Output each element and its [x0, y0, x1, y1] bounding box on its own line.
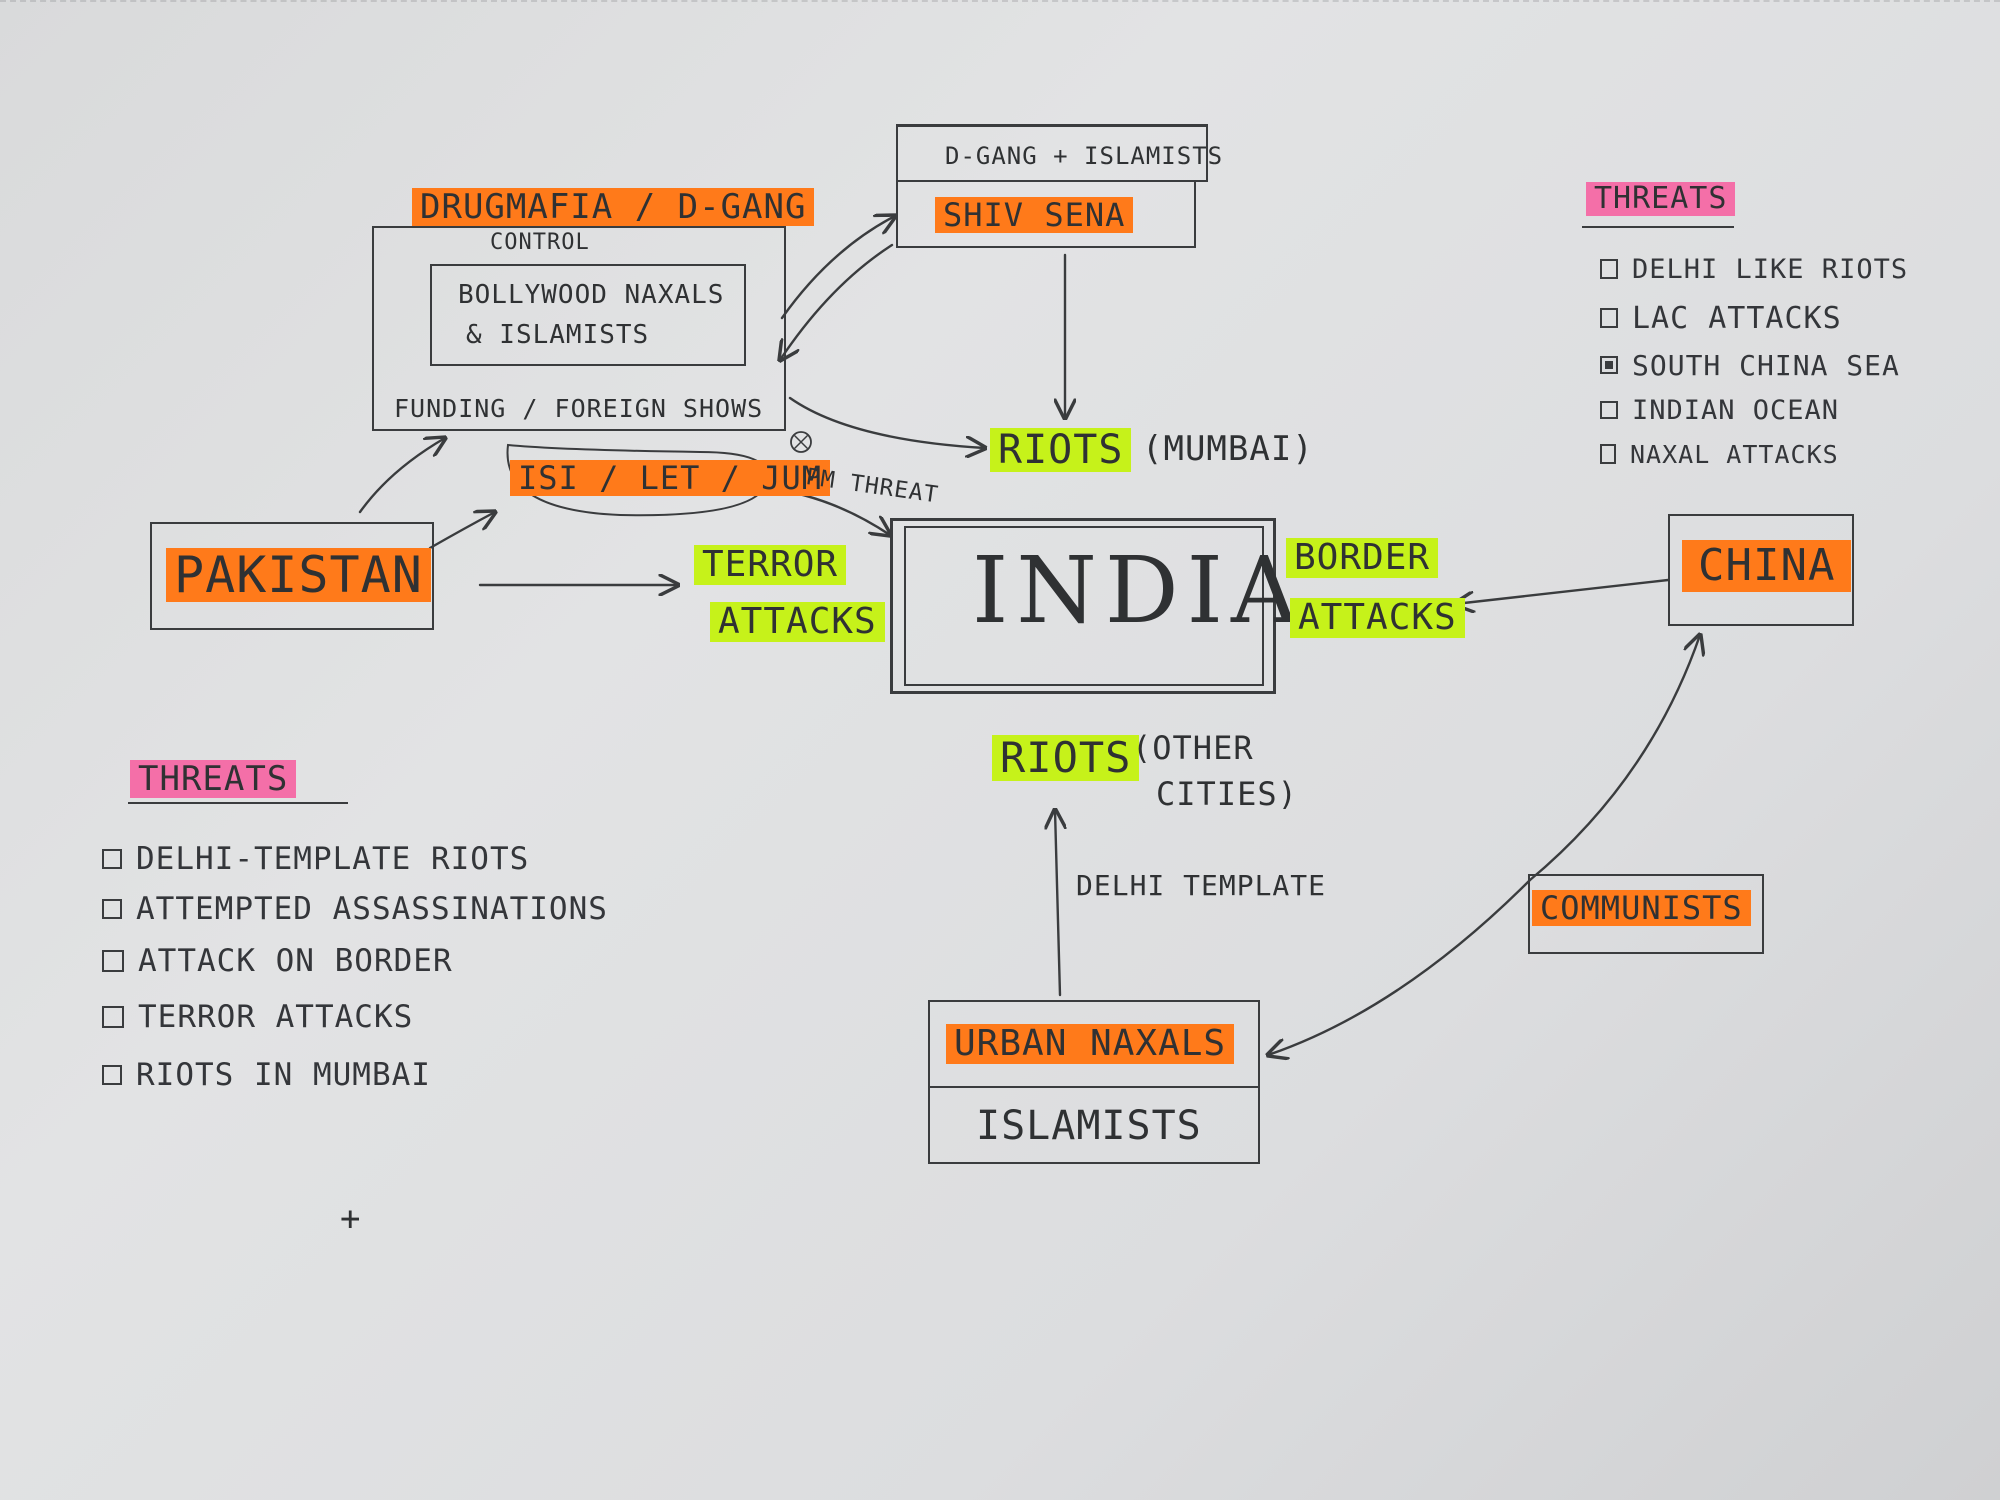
checkbox-icon[interactable] — [1600, 308, 1618, 328]
islamists-box — [928, 1086, 1260, 1164]
checkbox-icon[interactable] — [1600, 356, 1618, 374]
threat-left-item: TERROR ATTACKS — [102, 988, 608, 1046]
checkbox-icon[interactable] — [102, 950, 124, 972]
china-label: CHINA — [1682, 540, 1852, 592]
threat-right-item: NAXAL ATTACKS — [1600, 432, 1908, 476]
arrow-funding-to-riots — [788, 396, 985, 448]
india-inner-box — [904, 526, 1264, 686]
threat-left-label: ATTACK ON BORDER — [138, 943, 453, 979]
threat-right-label: LAC ATTACKS — [1632, 300, 1842, 336]
arrow-naxals-to-riots — [1055, 810, 1060, 997]
terror-line1: TERROR — [694, 545, 847, 585]
threats-left-list: DELHI-TEMPLATE RIOTS ATTEMPTED ASSASSINA… — [102, 834, 608, 1104]
checkbox-icon[interactable] — [102, 1006, 124, 1028]
threat-left-label: DELHI-TEMPLATE RIOTS — [136, 841, 530, 877]
threat-left-label: TERROR ATTACKS — [138, 999, 414, 1035]
bollywood-line1: BOLLYWOOD NAXALS — [458, 280, 725, 310]
threats-left-title: THREATS — [130, 760, 297, 798]
bollywood-group-box — [372, 226, 786, 431]
checkbox-icon[interactable] — [1600, 259, 1618, 279]
riots-mumbai-label: RIOTS — [990, 428, 1132, 472]
riots-mumbai-note: (MUMBAI) — [1142, 429, 1314, 469]
threat-left-label: ATTEMPTED ASSASSINATIONS — [136, 891, 608, 927]
urban-naxals-label: URBAN NAXALS — [946, 1024, 1235, 1064]
threat-right-item: LAC ATTACKS — [1600, 294, 1908, 342]
riots-other-note1: (OTHER — [1132, 729, 1254, 767]
delhi-template-label: DELHI TEMPLATE — [1076, 869, 1327, 902]
threats-right-title: THREATS — [1586, 182, 1736, 216]
threat-right-item: DELHI LIKE RIOTS — [1600, 244, 1908, 294]
riots-other-label: RIOTS — [992, 735, 1140, 781]
threat-right-item: INDIAN OCEAN — [1600, 388, 1908, 432]
pakistan-label: PAKISTAN — [166, 548, 431, 602]
communists-label: COMMUNISTS — [1532, 890, 1751, 926]
checkbox-icon[interactable] — [102, 899, 122, 919]
arrow-pakistan-to-isi — [428, 512, 495, 550]
threat-right-label: NAXAL ATTACKS — [1630, 439, 1839, 469]
dgang-islamists-label: D-GANG + ISLAMISTS — [945, 142, 1224, 170]
arrow-communists-to-china — [1528, 635, 1700, 882]
threat-left-item: RIOTS IN MUMBAI — [102, 1046, 608, 1104]
border-line1: BORDER — [1286, 538, 1439, 578]
threat-right-item: SOUTH CHINA SEA — [1600, 342, 1908, 388]
bollywood-line2: & ISLAMISTS — [466, 320, 650, 350]
funding-label: FUNDING / FOREIGN SHOWS — [394, 394, 764, 423]
india-label: INDIA — [972, 537, 1306, 644]
threat-right-label: SOUTH CHINA SEA — [1632, 348, 1900, 382]
threat-left-label: RIOTS IN MUMBAI — [136, 1057, 431, 1093]
drug-mafia-label: DRUGMAFIA / D-GANG — [412, 188, 815, 226]
pm-threat-mark — [790, 431, 812, 453]
checkbox-icon[interactable] — [1600, 444, 1616, 464]
threats-left-underline — [128, 802, 348, 804]
islamists-label: ISLAMISTS — [976, 1103, 1202, 1149]
threat-left-item: DELHI-TEMPLATE RIOTS — [102, 834, 608, 884]
isi-label: ISI / LeT / JuM — [510, 460, 830, 496]
riots-other-note2: CITIES) — [1156, 775, 1298, 813]
control-label: CONTROL — [490, 230, 590, 255]
arrow-shivsena-to-bollywood — [780, 243, 894, 360]
bollywood-inner-box — [430, 264, 746, 366]
arrow-pakistan-to-bollywood — [358, 438, 445, 514]
threat-left-item: ATTEMPTED ASSASSINATIONS — [102, 884, 608, 934]
checkbox-icon[interactable] — [102, 1065, 122, 1085]
communists-box — [1528, 874, 1764, 954]
arrow-bollywood-to-shivsena — [780, 216, 895, 320]
shiv-sena-label: SHIV SENA — [935, 197, 1134, 233]
threats-right-list: DELHI LIKE RIOTS LAC ATTACKS SOUTH CHINA… — [1600, 244, 1908, 476]
shiv-sena-box — [896, 180, 1196, 248]
china-box — [1668, 514, 1854, 626]
pm-threat-mark-x — [794, 435, 808, 449]
checkbox-icon[interactable] — [102, 849, 122, 869]
checkbox-icon[interactable] — [1600, 401, 1618, 419]
india-outer-box — [890, 518, 1276, 694]
terror-line2: ATTACKS — [710, 602, 885, 642]
arrow-communists-to-naxals — [1268, 878, 1532, 1055]
threat-left-item: ATTACK ON BORDER — [102, 934, 608, 988]
threat-right-label: DELHI LIKE RIOTS — [1632, 253, 1909, 285]
threats-right-underline — [1582, 226, 1734, 228]
threat-right-label: INDIAN OCEAN — [1632, 394, 1840, 426]
arrow-china-to-border — [1455, 578, 1670, 604]
border-line2: ATTACKS — [1290, 598, 1465, 638]
pakistan-box — [150, 522, 434, 630]
plus-mark: + — [340, 1199, 362, 1239]
